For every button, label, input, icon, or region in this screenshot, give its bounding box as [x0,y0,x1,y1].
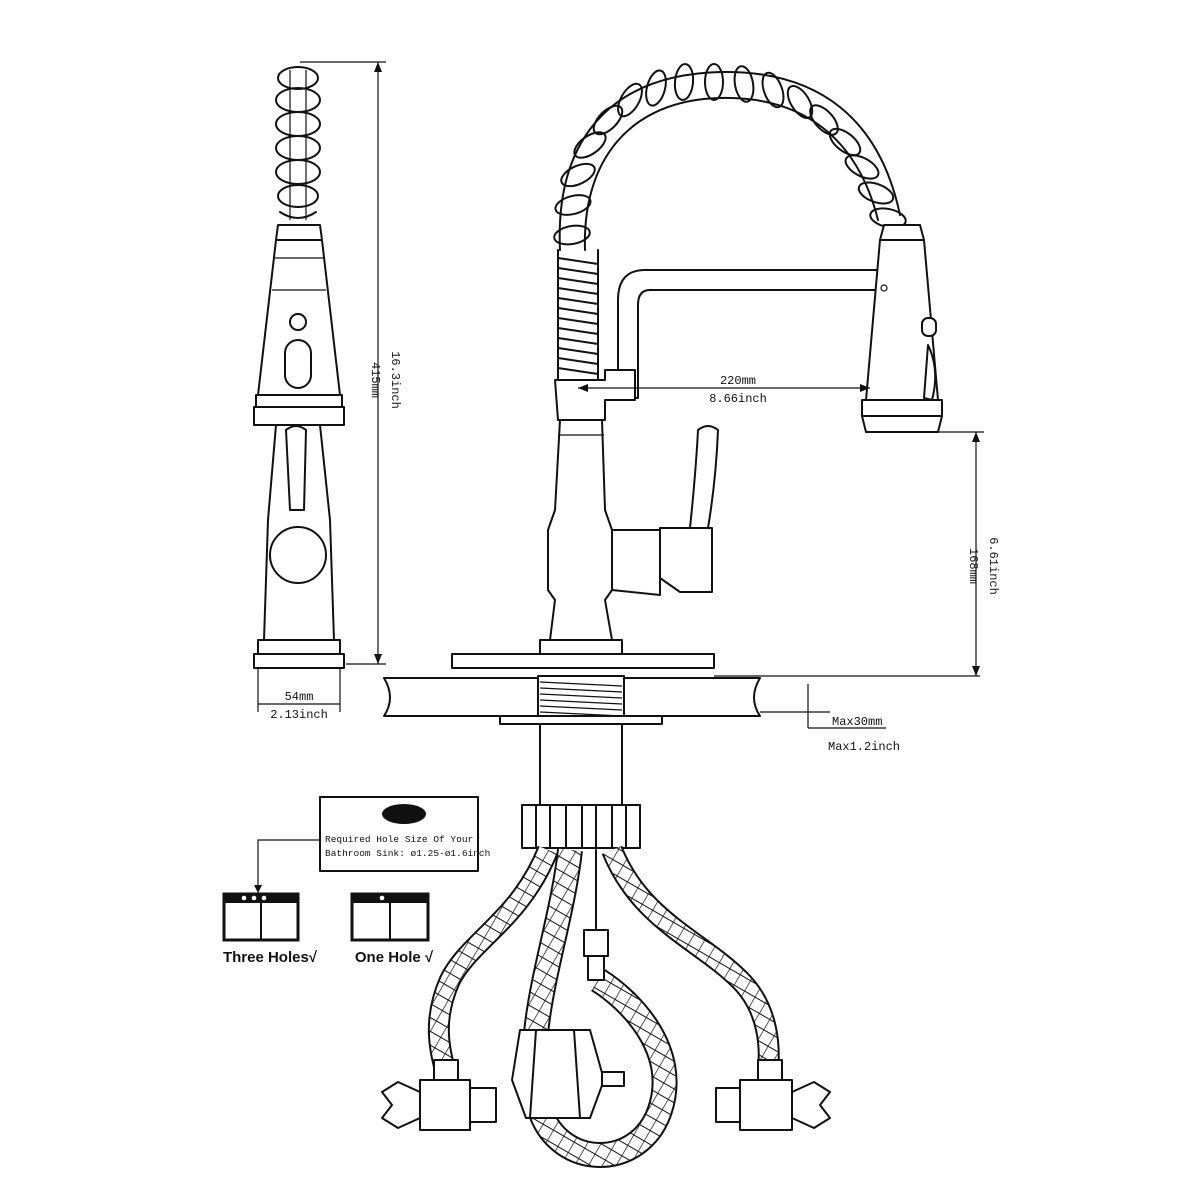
spout-height-dimension: 168mm 6.61inch [920,431,1000,676]
deck-inch-label: Max1.2inch [828,740,900,754]
left-angle-valve [381,1059,497,1131]
side-spring-coil [275,66,321,220]
faucet-body [451,369,715,669]
three-holes-label: Three Holes√ [223,949,318,966]
hole-note-line1: Required Hole Size Of Your [325,834,473,845]
faucet-side-view: 415mm 16.3inch 54mm 2.13inch [253,61,402,722]
spout-mm-label: 168mm [966,548,980,584]
faucet-front-view: 220mm 8.66inch 168mm 6.61inch Max30mm Ma… [381,63,1000,1168]
arched-spring-coil [553,63,907,381]
one-hole-option: One Hole √ [350,892,434,966]
deck-mm-label: Max30mm [832,715,882,729]
width-inch-label: 2.13inch [270,708,328,722]
mounting-shank [521,723,641,849]
height-mm-label: 415mm [368,362,382,398]
countertop-section [383,675,980,725]
deck-thickness-dimension: Max30mm Max1.2inch [760,684,900,754]
supply-hoses [427,845,780,1168]
hole-note-line2: Bathroom Sink: ø1.25-ø1.6inch [325,848,490,859]
reach-mm-label: 220mm [720,374,756,388]
lever-handle [611,425,719,596]
spout-inch-label: 6.61inch [986,537,1000,595]
hose-weight [511,1029,625,1119]
sink-hole-icon [382,804,426,824]
three-holes-option: Three Holes√ [222,892,318,966]
reach-inch-label: 8.66inch [709,392,767,406]
base-width-dimension: 54mm 2.13inch [257,668,341,722]
height-dimension: 415mm 16.3inch [300,61,402,665]
side-spray-head [253,224,345,426]
front-spray-head [861,224,943,433]
one-hole-label: One Hole √ [355,949,434,966]
right-angle-valve [715,1059,831,1131]
reach-dimension: 220mm 8.66inch [578,374,870,406]
height-inch-label: 16.3inch [388,351,402,409]
hole-size-note: Required Hole Size Of Your Bathroom Sink… [254,796,490,893]
side-body [253,424,345,669]
width-mm-label: 54mm [285,690,314,704]
